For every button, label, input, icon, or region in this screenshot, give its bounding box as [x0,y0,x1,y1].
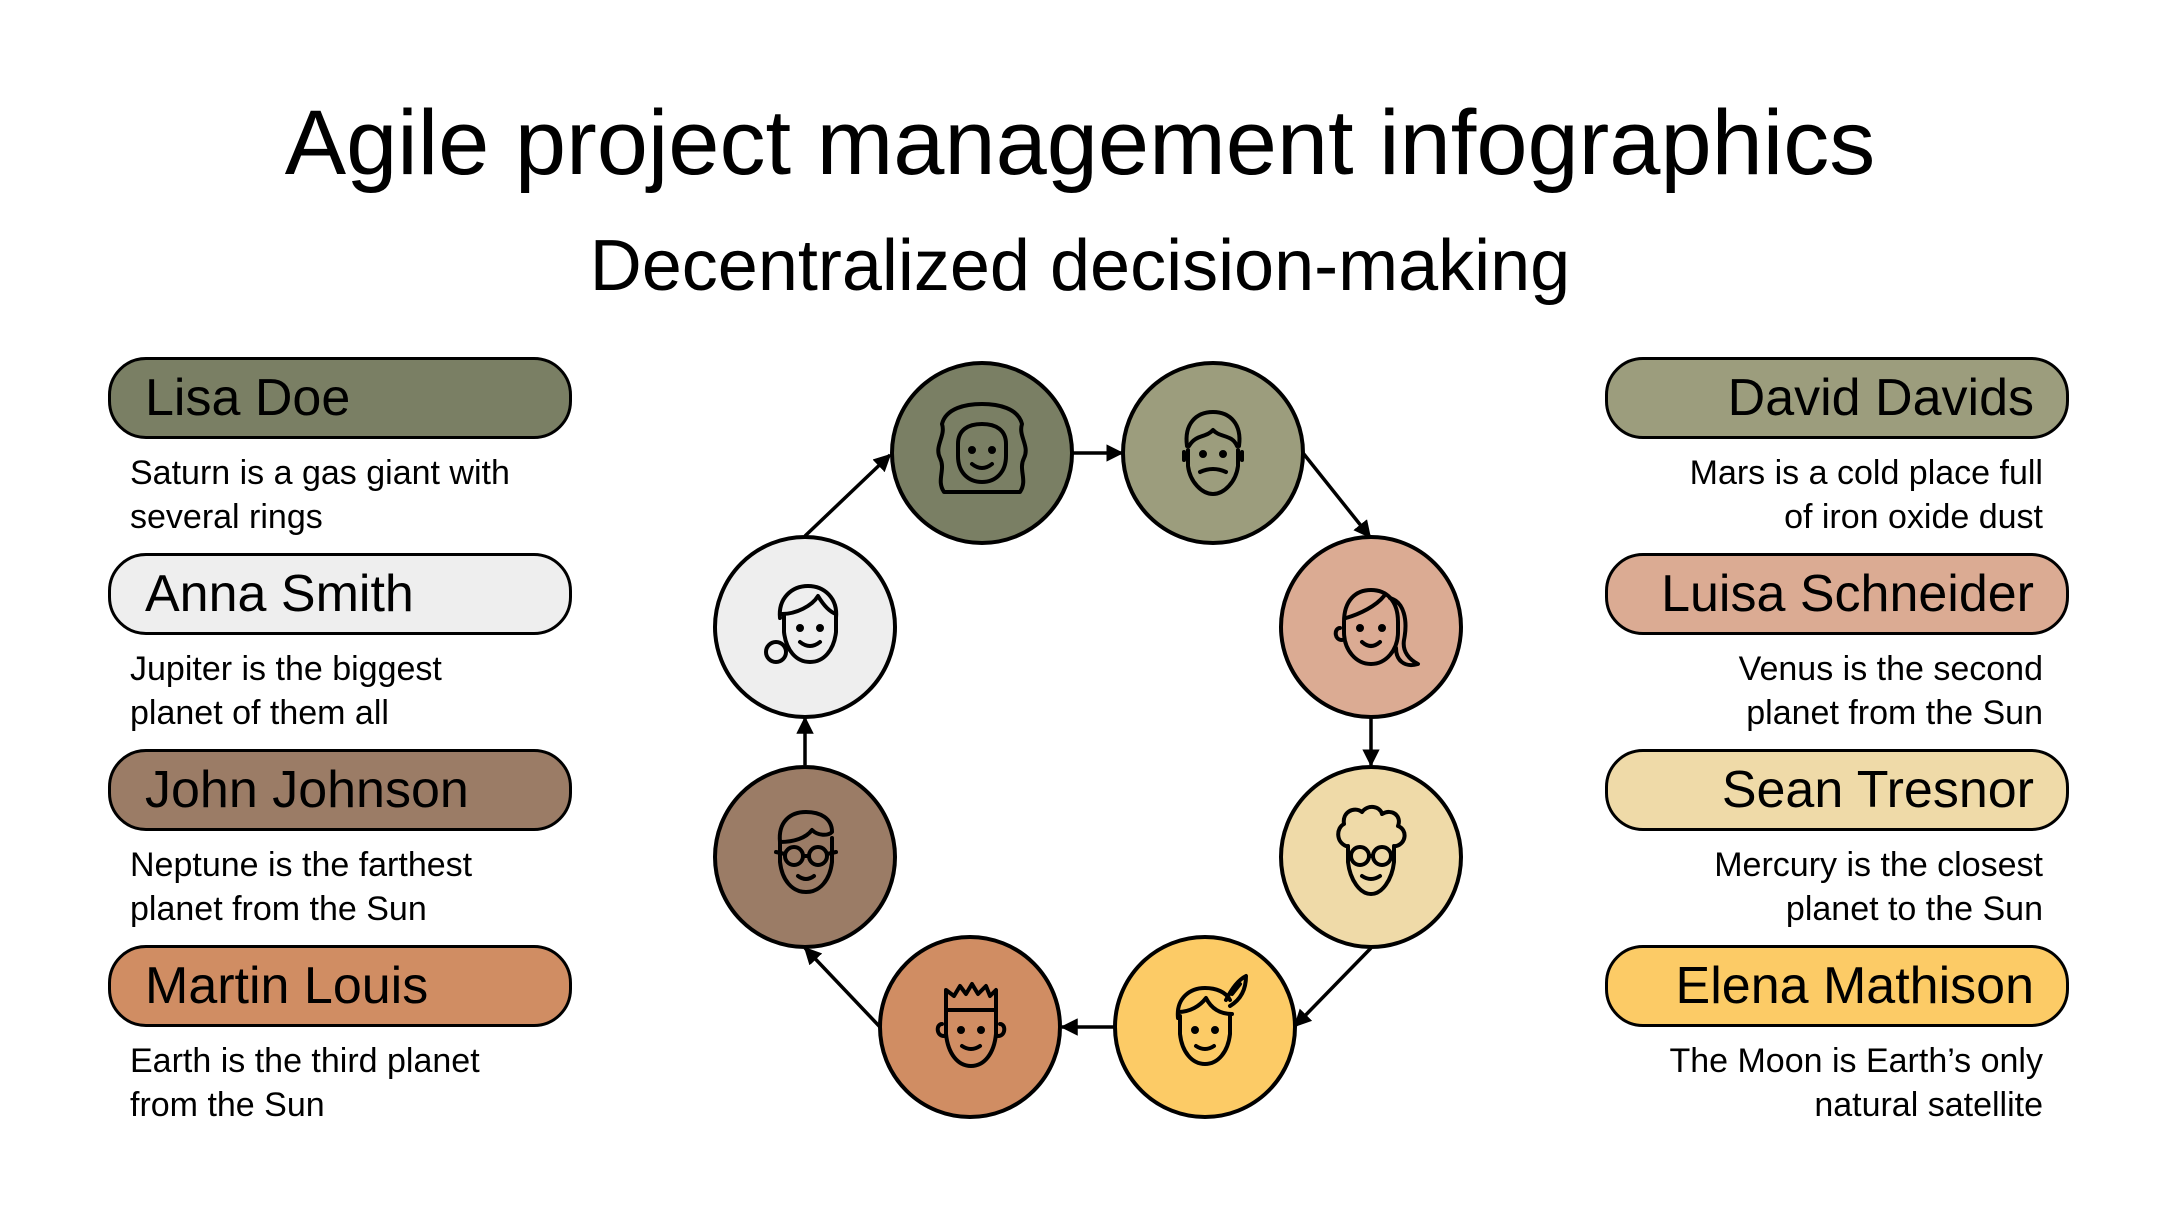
arrow [803,946,882,1029]
avatar-john-johnson [713,765,897,949]
man-beard-icon [1182,410,1244,496]
person-name: John Johnson [145,761,469,819]
name-pill: Luisa Schneider [1605,553,2069,635]
arrow [803,453,892,538]
man-glasses-icon [774,810,838,894]
woman-curly-hair-icon [936,402,1028,494]
page-title: Agile project management infographics [284,92,1876,194]
avatar-david-davids [1121,361,1305,545]
avatar-lisa-doe [890,361,1074,545]
name-pill: Sean Tresnor [1605,749,2069,831]
person-name: Luisa Schneider [1661,565,2034,623]
name-pill: John Johnson [108,749,572,831]
old-man-glasses-icon [1336,805,1407,896]
avatar-anna-smith [713,535,897,719]
name-pill: David Davids [1605,357,2069,439]
avatar-elena-mathison [1113,935,1297,1119]
name-pill: Anna Smith [108,553,572,635]
person-name: Lisa Doe [145,369,351,427]
person-name: David Davids [1727,369,2034,427]
person-name: Sean Tresnor [1721,761,2034,819]
person-name: Elena Mathison [1675,957,2034,1015]
arrow [1293,946,1373,1028]
avatar-sean-tresnor [1279,765,1463,949]
page-subtitle: Decentralized decision-making [589,226,1571,306]
person-name: Anna Smith [145,565,414,623]
person-name: Martin Louis [145,957,429,1015]
woman-ponytail-icon [1333,588,1420,667]
arrow [1301,451,1372,539]
name-pill: Lisa Doe [108,357,572,439]
woman-feather-icon [1175,974,1248,1066]
avatar-martin-louis [878,935,1062,1119]
name-pill: Martin Louis [108,945,572,1027]
avatar-luisa-schneider [1279,535,1463,719]
woman-bun-icon [764,584,839,664]
cycle-arrows [796,444,1380,1036]
name-pill: Elena Mathison [1605,945,2069,1027]
man-spiky-hair-icon [935,982,1007,1068]
